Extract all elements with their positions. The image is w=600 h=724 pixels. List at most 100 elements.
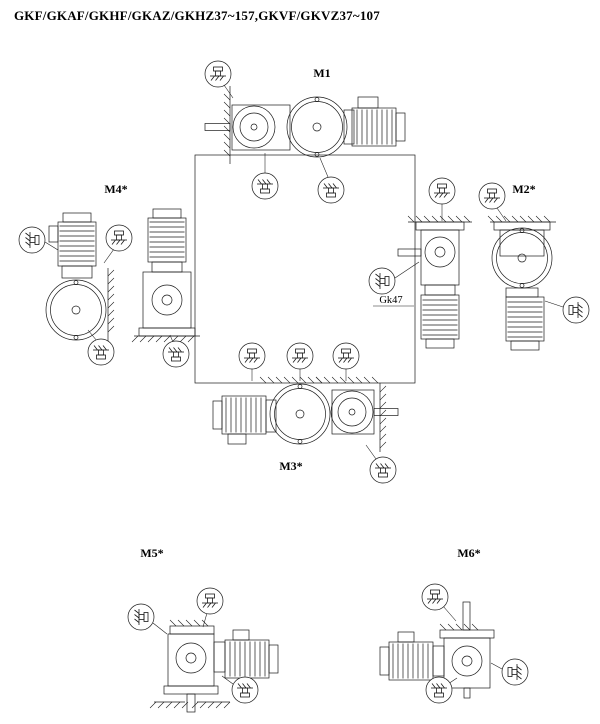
- motor-adapter: [432, 645, 445, 677]
- page-title: GKF/GKAF/GKHF/GKAZ/GKHZ37~157,GKVF/GKVZ3…: [14, 8, 380, 23]
- motor: [505, 296, 545, 351]
- position-label-m4: M4*: [104, 182, 127, 196]
- oil-plug-callout: [428, 177, 456, 205]
- oil-plug-callout: [231, 676, 259, 704]
- leader-line: [496, 207, 507, 222]
- oil-plug-callout: [368, 267, 396, 295]
- gearbox-body: [443, 637, 491, 689]
- bottom-flange: [138, 327, 196, 337]
- oil-plug-callout: [501, 658, 529, 686]
- leader-line: [103, 248, 115, 264]
- oil-plug-callout: [87, 338, 115, 366]
- gearbox-bore: [451, 645, 483, 677]
- wall-hatch: [107, 269, 115, 333]
- motor: [224, 639, 279, 679]
- motor: [351, 107, 406, 147]
- oil-plug-callout: [421, 583, 449, 611]
- position-label-m2: M2*: [512, 182, 535, 196]
- oil-plug-callout: [332, 342, 360, 370]
- view-m1: M1: [204, 60, 406, 204]
- terminal-box: [397, 631, 415, 643]
- terminal-box: [227, 433, 247, 445]
- motor-adapter: [151, 261, 183, 273]
- motor-adapter: [213, 641, 226, 673]
- output-flange: [286, 96, 348, 158]
- view-m6: M6*: [379, 546, 529, 704]
- ceiling-hatch: [259, 376, 323, 384]
- annotation-gk47: Gk47: [379, 295, 402, 306]
- oil-plug-callout: [127, 603, 155, 631]
- oil-plug-callout: [369, 456, 397, 484]
- gearbox-bore: [151, 284, 183, 316]
- motor: [420, 294, 460, 349]
- leader-line: [44, 241, 59, 251]
- leader-line: [152, 622, 168, 635]
- position-label-m3: M3*: [279, 459, 302, 473]
- gearbox-body: [231, 104, 291, 151]
- gearbox-shaft: [461, 655, 473, 667]
- bottom-flange: [163, 685, 219, 695]
- position-label-m5: M5*: [140, 546, 163, 560]
- leader-line: [223, 84, 234, 99]
- terminal-box: [232, 629, 250, 641]
- oil-plug-callout: [18, 226, 46, 254]
- motor-adapter: [505, 287, 539, 298]
- position-label-m1: M1: [313, 66, 330, 80]
- flange-hatch: [169, 619, 209, 627]
- gearbox-body: [420, 229, 460, 286]
- flange-hatch: [439, 623, 479, 631]
- wall-hatch: [223, 93, 231, 157]
- view-m2: Gk47 M2*: [368, 177, 590, 351]
- motor-adapter: [424, 284, 456, 296]
- terminal-box: [357, 96, 379, 109]
- motor: [147, 208, 187, 263]
- oil-plug-callout: [562, 296, 590, 324]
- input-shaft: [204, 123, 231, 131]
- output-flange: [491, 227, 553, 289]
- gearbox-body: [167, 633, 215, 687]
- top-flange: [439, 629, 495, 639]
- housing-outline: [194, 154, 416, 384]
- top-flange: [169, 625, 215, 635]
- view-m4: M4*: [18, 182, 200, 368]
- gearbox-shaft: [161, 294, 173, 306]
- bevel-housing: [232, 105, 276, 149]
- terminal-box: [48, 225, 59, 243]
- leader-line: [544, 300, 564, 308]
- leader-line: [169, 334, 174, 343]
- view-m5: M5*: [127, 546, 279, 713]
- gearbox-body: [142, 271, 192, 329]
- leader-line: [365, 444, 377, 460]
- oil-plug-callout: [251, 172, 279, 200]
- oil-plug-callout: [204, 60, 232, 88]
- oil-plug-callout: [196, 587, 224, 615]
- leader-line: [202, 612, 208, 628]
- bevel-housing: [330, 390, 374, 434]
- oil-plug-callout: [105, 224, 133, 252]
- leader-line: [442, 605, 457, 622]
- gearbox-body: [499, 229, 545, 257]
- top-flange: [415, 221, 465, 231]
- motor-adapter: [61, 265, 93, 279]
- gearbox-shaft: [434, 246, 446, 258]
- oil-plug-callout: [478, 182, 506, 210]
- floor-hatch: [149, 701, 189, 709]
- leader-line: [394, 261, 420, 279]
- output-shaft: [397, 248, 422, 257]
- leader-line: [87, 329, 98, 342]
- output-shaft: [186, 693, 196, 713]
- wall-hatch: [379, 385, 387, 449]
- leader-line: [221, 675, 234, 685]
- ceiling-hatch: [487, 215, 551, 223]
- output-flange: [45, 279, 107, 341]
- input-shaft: [373, 408, 399, 416]
- motor: [57, 212, 97, 267]
- floor-hatch: [191, 701, 231, 709]
- oil-plug-callout: [162, 340, 190, 368]
- position-label-m6: M6*: [457, 546, 480, 560]
- leader-line: [490, 662, 503, 670]
- motor: [212, 395, 267, 435]
- floor-hatch: [131, 335, 195, 343]
